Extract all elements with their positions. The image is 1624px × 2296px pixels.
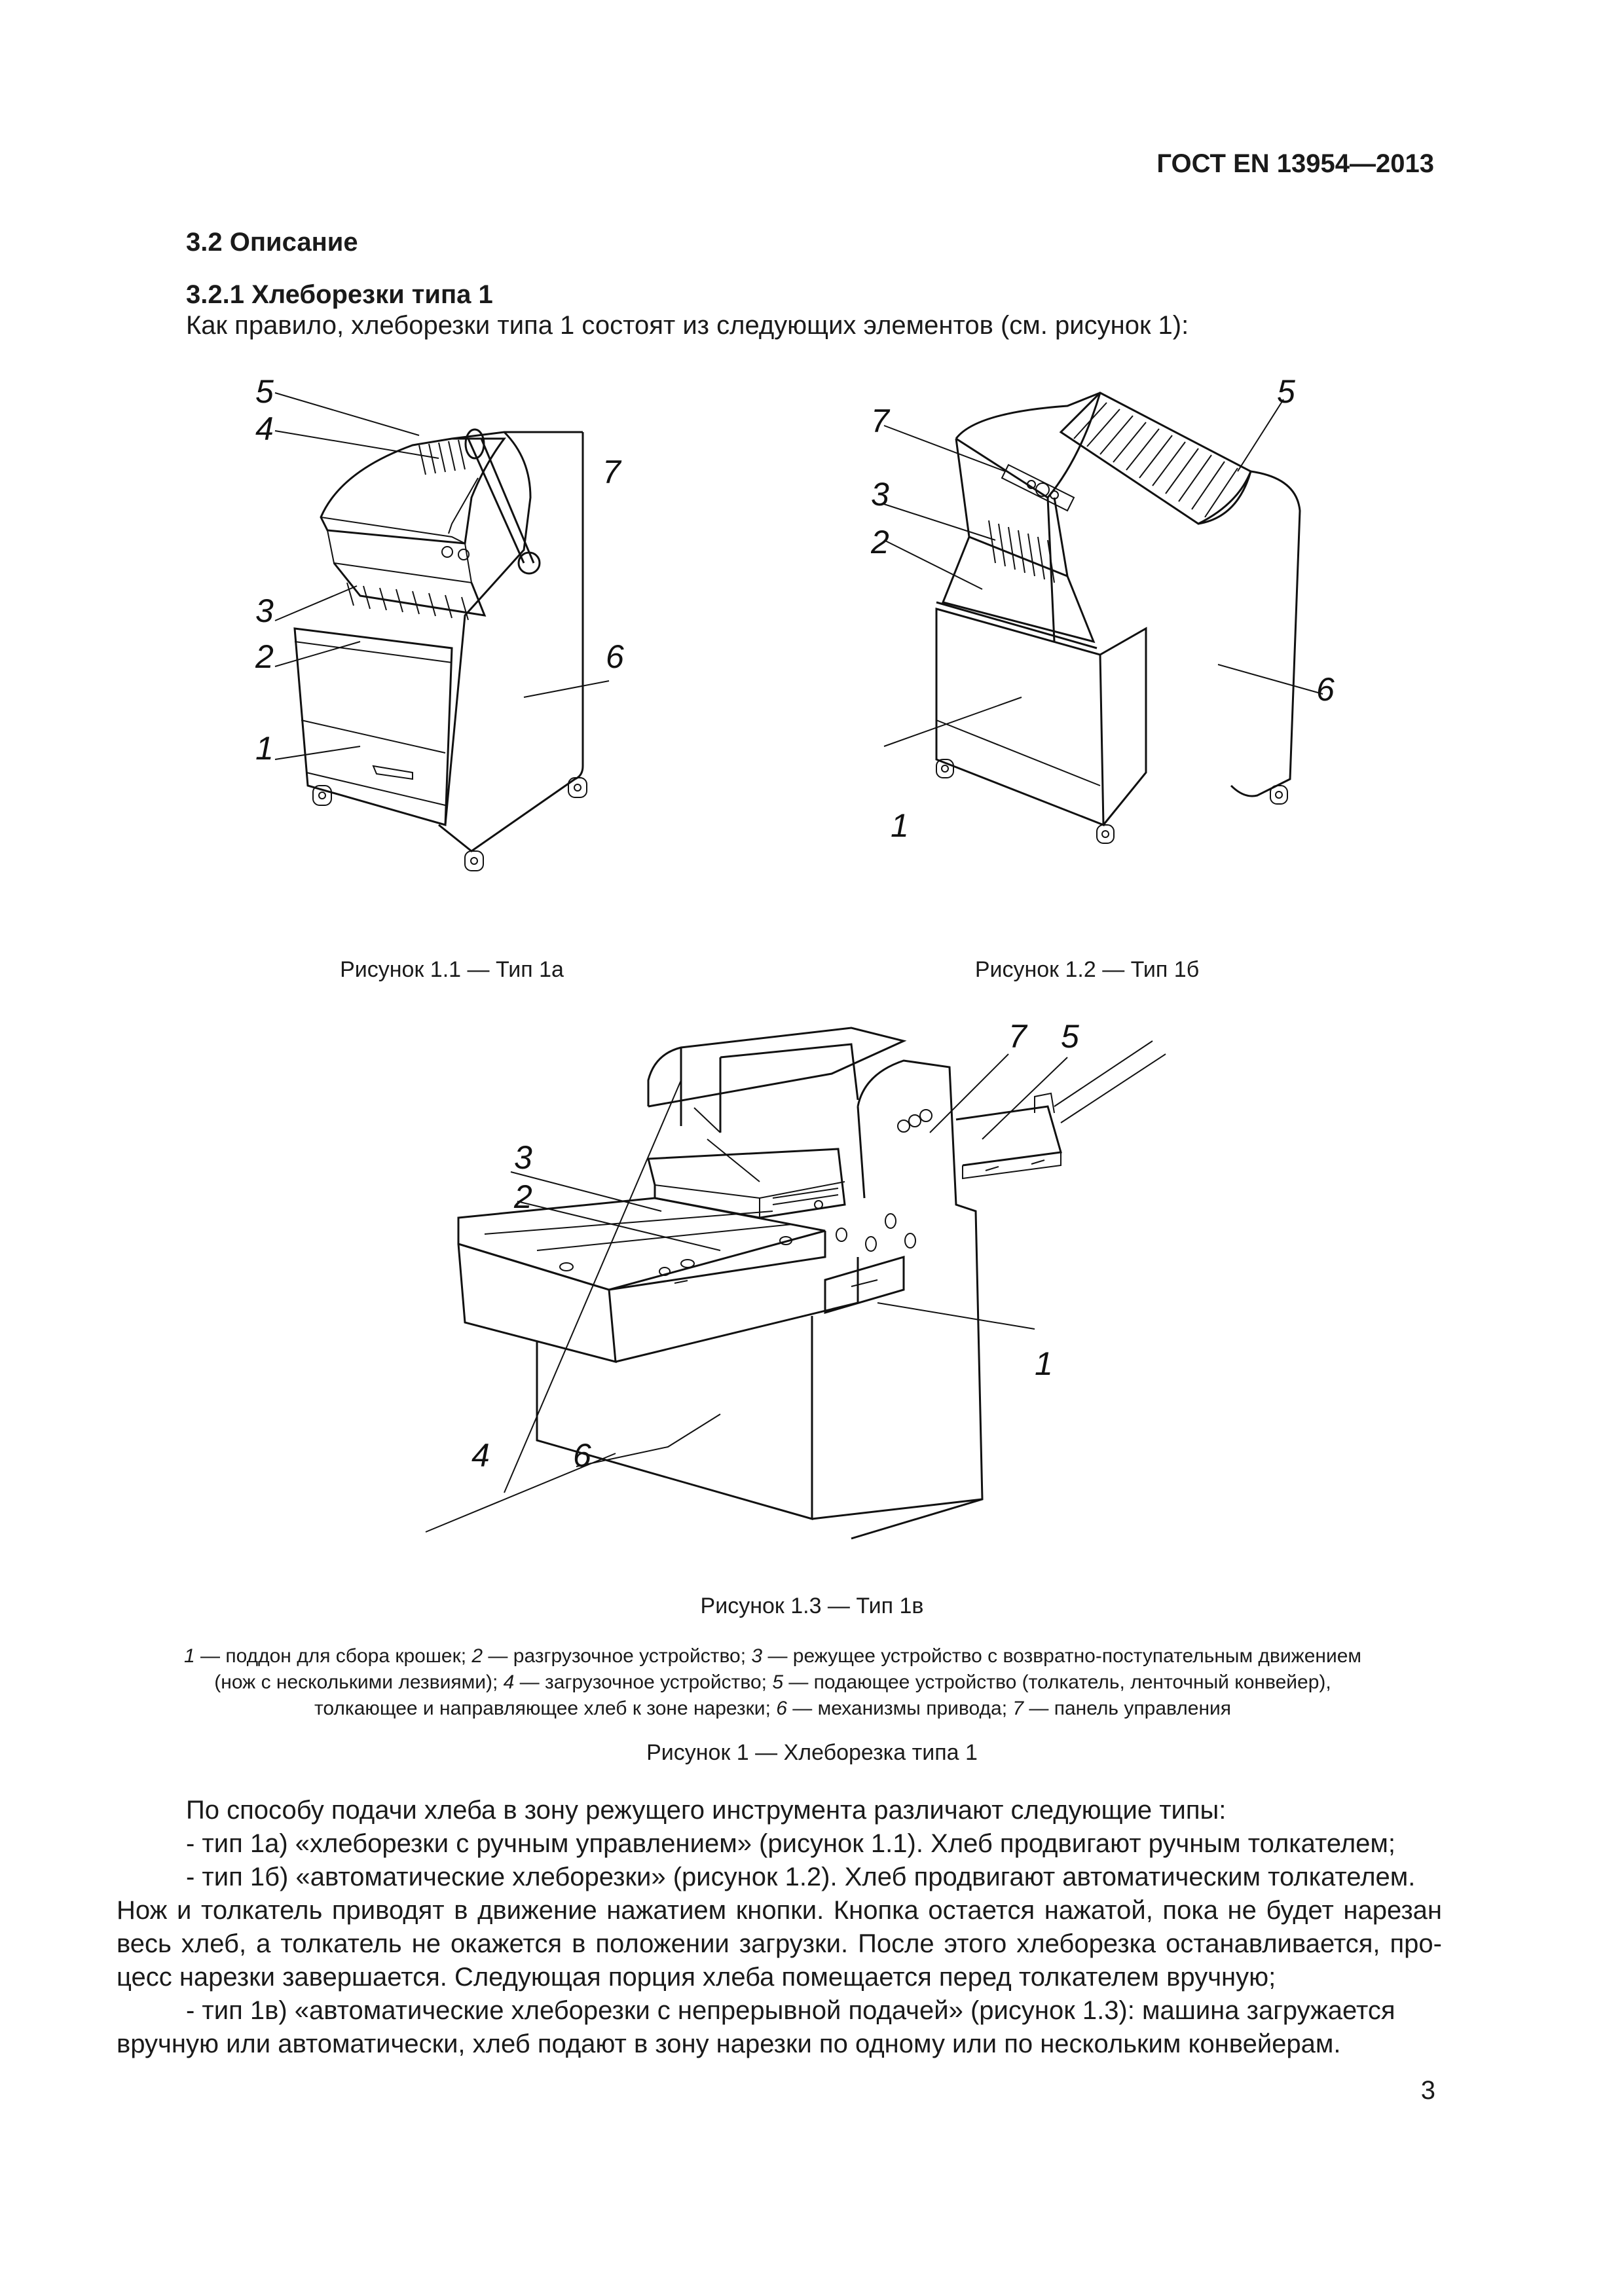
body-line-2: - тип 1а) «хлеборезки с ручным управлени… <box>186 1829 1396 1858</box>
fig11-label-2: 2 <box>255 638 274 675</box>
fig13-label-3: 3 <box>514 1139 532 1176</box>
fig11-label-1: 1 <box>255 730 274 767</box>
section-title: 3.2 Описание <box>186 228 358 257</box>
legend-line-2: (нож с несколькими лезвиями); 4 — загруз… <box>118 1669 1428 1696</box>
body-line-1: По способу подачи хлеба в зону режущего … <box>186 1796 1227 1825</box>
fig11-caption: Рисунок 1.1 — Тип 1а <box>340 957 564 982</box>
fig13-label-6: 6 <box>573 1437 591 1474</box>
body-line-5: весь хлеб, а толкатель не окажется в пол… <box>117 1929 1442 1958</box>
figure-1-2-drawing: 7 5 3 2 6 1 <box>871 373 1335 844</box>
legend-line-1: 1 — поддон для сбора крошек; 2 — разгруз… <box>118 1643 1428 1669</box>
fig11-label-6: 6 <box>606 638 624 675</box>
fig12-label-5: 5 <box>1277 373 1295 410</box>
legend-text-5: — подающее устройство (толкатель, ленточ… <box>783 1671 1331 1693</box>
legend-text-3: — режущее устройство с возвратно-поступа… <box>762 1645 1362 1667</box>
fig13-label-1: 1 <box>1035 1345 1053 1382</box>
main-figure-caption: Рисунок 1 — Хлеборезка типа 1 <box>646 1740 978 1765</box>
fig13-label-4: 4 <box>471 1437 490 1474</box>
legend-text-5b: толкающее и направляющее хлеб к зоне нар… <box>314 1698 777 1719</box>
legend-num-5: 5 <box>772 1671 784 1693</box>
legend-num-7: 7 <box>1012 1698 1024 1719</box>
subsection-title: 3.2.1 Хлеборезки типа 1 <box>186 280 493 309</box>
legend-text-1: — поддон для сбора крошек; <box>194 1645 472 1667</box>
page-number: 3 <box>1420 2076 1435 2105</box>
legend-text-3b: (нож с несколькими лезвиями); <box>214 1671 504 1693</box>
fig12-label-3: 3 <box>871 476 889 513</box>
fig11-label-3: 3 <box>255 592 274 629</box>
fig12-label-6: 6 <box>1316 671 1335 708</box>
fig12-label-7: 7 <box>871 403 891 439</box>
legend-num-4: 4 <box>503 1671 515 1693</box>
fig13-label-7: 7 <box>1008 1018 1028 1055</box>
body-line-4: Нож и толкатель приводят в движение нажа… <box>117 1896 1442 1925</box>
fig12-label-1: 1 <box>891 807 909 844</box>
legend-num-6: 6 <box>776 1698 787 1719</box>
fig13-label-5: 5 <box>1061 1018 1079 1055</box>
body-line-6: цесс нарезки завершается. Следующая порц… <box>117 1963 1276 1992</box>
body-line-8: вручную или автоматически, хлеб подают в… <box>117 2030 1341 2058</box>
legend-text-7: — панель управления <box>1024 1698 1232 1719</box>
figure-1-1-drawing: 5 4 7 3 2 6 1 <box>255 373 624 871</box>
fig11-label-4: 4 <box>255 410 274 447</box>
fig12-label-2: 2 <box>871 524 889 560</box>
legend-num-1: 1 <box>183 1645 195 1667</box>
fig12-caption: Рисунок 1.2 — Тип 1б <box>974 957 1200 982</box>
body-line-3: - тип 1б) «автоматические хлеборезки» (р… <box>186 1863 1416 1891</box>
fig11-label-5: 5 <box>255 373 274 410</box>
figure-legend: 1 — поддон для сбора крошек; 2 — разгруз… <box>118 1643 1428 1722</box>
body-text: По способу подачи хлеба в зону режущего … <box>117 1794 1442 2061</box>
legend-text-2: — разгрузочное устройство; <box>483 1645 752 1667</box>
legend-num-3: 3 <box>751 1645 763 1667</box>
legend-line-3: толкающее и направляющее хлеб к зоне нар… <box>118 1696 1428 1722</box>
subsection-intro: Как правило, хлеборезки типа 1 состоят и… <box>186 311 1189 340</box>
fig13-caption: Рисунок 1.3 — Тип 1в <box>700 1594 924 1618</box>
legend-text-4: — загрузочное устройство; <box>514 1671 773 1693</box>
body-line-7: - тип 1в) «автоматические хлеборезки с н… <box>186 1996 1395 2025</box>
fig11-label-7: 7 <box>602 454 622 490</box>
fig13-label-2: 2 <box>513 1178 532 1215</box>
legend-text-6: — механизмы привода; <box>786 1698 1013 1719</box>
figure-1-3-drawing: 7 5 3 2 1 4 6 <box>425 1018 1166 1540</box>
legend-num-2: 2 <box>471 1645 483 1667</box>
standard-header: ГОСТ EN 13954—2013 <box>1156 149 1434 178</box>
